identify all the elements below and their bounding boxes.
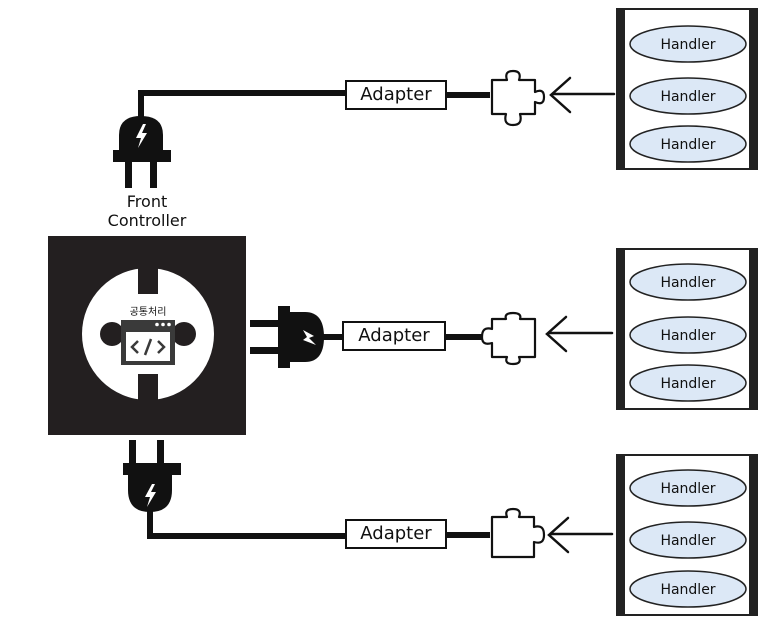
handler-ellipse xyxy=(629,316,747,354)
front-controller-label-line1: Front xyxy=(126,192,168,211)
front-controller-box: 공통처리 xyxy=(48,236,246,435)
arrow-icon-bottom xyxy=(547,516,614,554)
handler-label: Handler xyxy=(660,376,715,392)
handler-ellipse xyxy=(629,570,747,608)
handler-ellipse xyxy=(629,125,747,163)
handler-ellipse xyxy=(629,521,747,559)
code-window-icon xyxy=(121,320,175,365)
plug-icon-bottom xyxy=(123,440,181,512)
handler-group-middle: Handler Handler Handler xyxy=(616,248,758,410)
handler-label: Handler xyxy=(660,328,715,344)
handler-label: Handler xyxy=(660,275,715,291)
puzzle-piece-icon-middle xyxy=(480,311,537,366)
plug-icon-middle xyxy=(250,306,324,368)
front-controller-label: Front Controller xyxy=(92,192,202,230)
handler-ellipse xyxy=(629,77,747,115)
handler-group-top: Handler Handler Handler xyxy=(616,8,758,170)
common-processing-label: 공통처리 xyxy=(130,306,167,318)
front-controller-label-line2: Controller xyxy=(107,211,187,230)
handler-label: Handler xyxy=(660,481,715,497)
adapter-box-middle: Adapter xyxy=(342,321,446,351)
handler-label: Handler xyxy=(660,137,715,153)
handler-ellipse xyxy=(629,469,747,507)
handler-ellipse xyxy=(629,263,747,301)
puzzle-piece-icon-top xyxy=(490,69,546,127)
handler-ellipse xyxy=(629,364,747,402)
handler-label: Handler xyxy=(660,89,715,105)
handler-ellipse xyxy=(629,25,747,63)
handler-label: Handler xyxy=(660,533,715,549)
connector-line-bottom xyxy=(147,510,490,539)
arrow-icon-middle xyxy=(545,315,614,353)
connector-line-top xyxy=(138,90,490,118)
adapter-box-top: Adapter xyxy=(345,80,447,110)
adapter-box-bottom: Adapter xyxy=(345,519,447,549)
handler-label: Handler xyxy=(660,37,715,53)
handler-label: Handler xyxy=(660,582,715,598)
plug-icon-top xyxy=(113,116,171,188)
arrow-icon-top xyxy=(549,76,616,114)
handler-group-bottom: Handler Handler Handler xyxy=(616,454,758,616)
puzzle-piece-icon-bottom xyxy=(490,507,546,559)
